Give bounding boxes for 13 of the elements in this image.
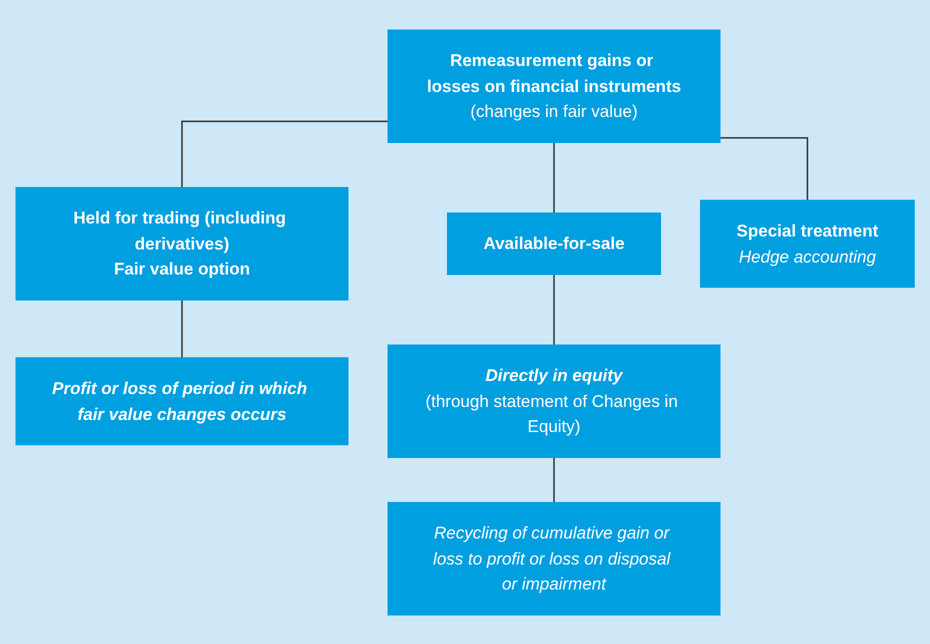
connector [553,456,555,502]
node-box: Available-for-sale [446,212,661,274]
connector [553,273,555,344]
node-box: Held for trading (including derivatives) Fair value option [15,186,348,300]
connector [553,141,555,212]
connector [181,120,388,187]
node-box: Recycling of cumulative gain or loss to profit or loss on disposal or impairment [387,502,720,615]
node-box: Remeasurement gains or losses on financial instruments (changes in fair value) [387,29,720,142]
node-box: Profit or loss of period in which fair value changes occurs [15,356,348,445]
connector [720,136,808,200]
node-box: Directly in equity (through statement of Changes in Equity) [387,344,720,458]
connector [181,298,183,358]
node-box: Special treatment Hedge accounting [700,199,915,288]
